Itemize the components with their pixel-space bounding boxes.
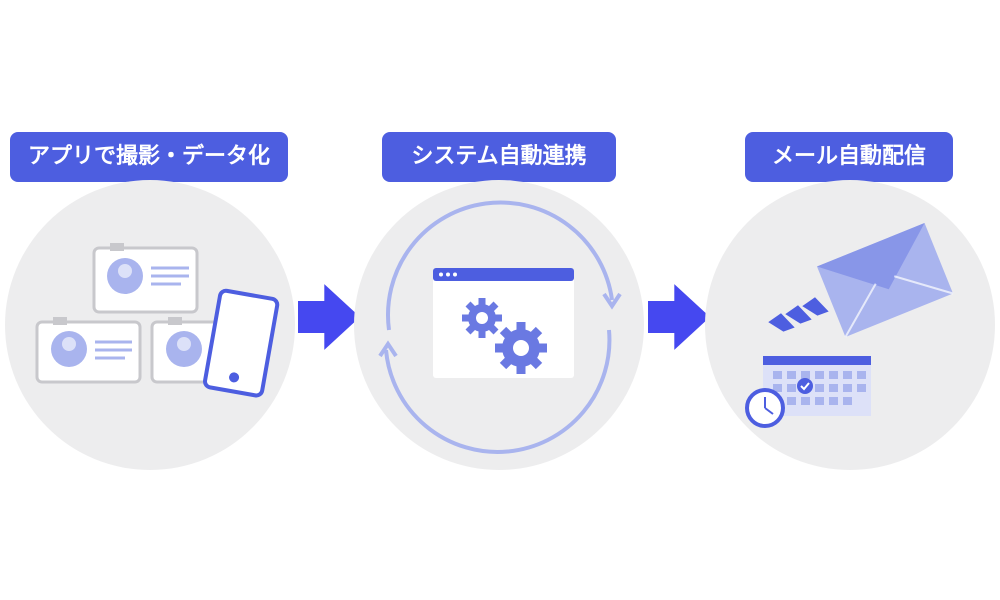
envelope-calendar-clock-icon [745, 223, 954, 428]
step-1-label: アプリで撮影・データ化 [10, 132, 288, 193]
step-3-label-text: メール自動配信 [771, 144, 926, 169]
gear-icon [495, 322, 547, 374]
arrow-right-icon [648, 284, 710, 350]
step-2 [354, 180, 654, 470]
motion-chevrons-icon [768, 297, 829, 332]
smartphone-icon [202, 288, 280, 398]
step-3 [705, 180, 1000, 470]
envelope-icon [816, 223, 954, 338]
step-1 [5, 180, 305, 470]
business-cards-and-smartphone-icon [35, 243, 280, 398]
step-2-label-text: システム自動連携 [411, 144, 587, 169]
business-card-icon [92, 243, 199, 314]
sync-arrows-icon [384, 200, 614, 454]
step-3-label: メール自動配信 [745, 132, 953, 193]
gear-icon [462, 298, 502, 338]
arrow-right-icon [298, 284, 360, 350]
step-1-label-text: アプリで撮影・データ化 [27, 144, 270, 169]
business-card-icon [35, 317, 142, 384]
calendar-icon [763, 356, 871, 416]
step-2-label: システム自動連携 [382, 132, 616, 193]
clock-icon [745, 388, 785, 428]
sync-gears-window-icon [378, 200, 622, 454]
